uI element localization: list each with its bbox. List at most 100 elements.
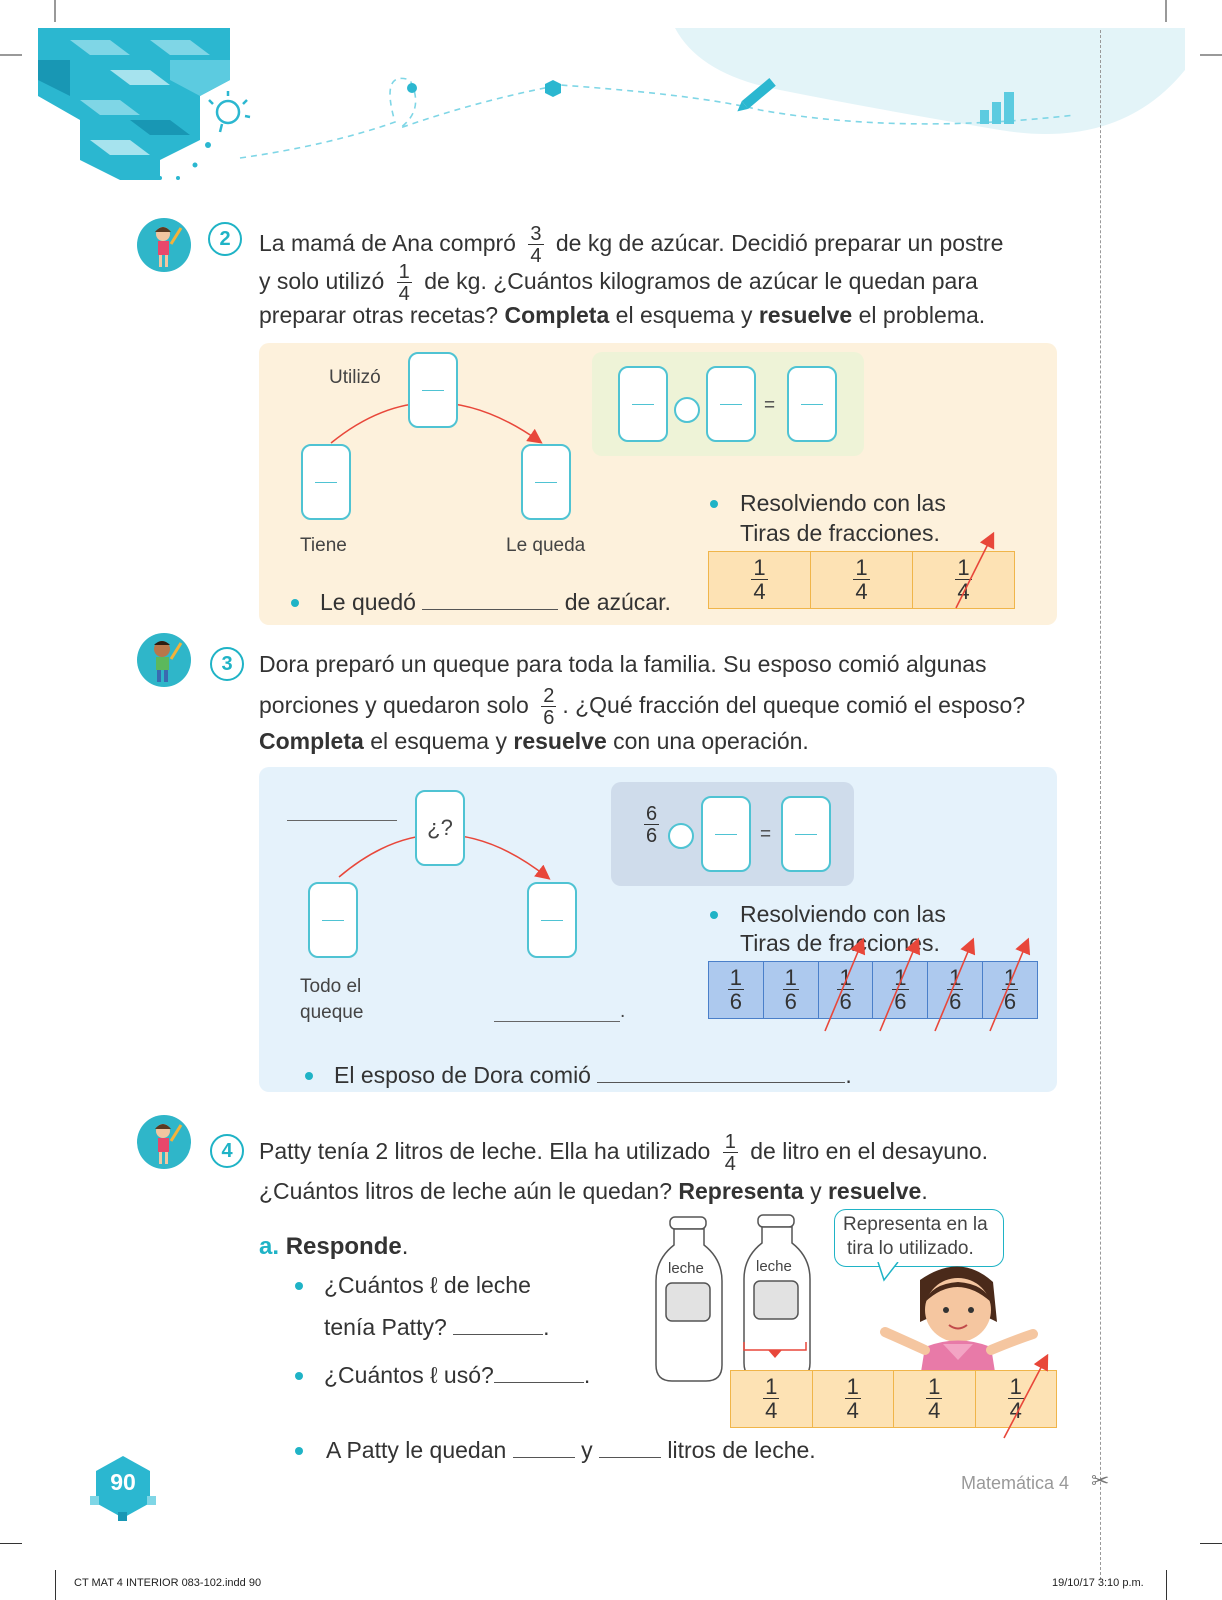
- bullet: [295, 1447, 303, 1455]
- q1-line2: tenía Patty? .: [324, 1314, 550, 1340]
- page-number-badge: [90, 1456, 156, 1521]
- eq-box-2[interactable]: [701, 796, 751, 872]
- bubble-tail: [877, 1262, 899, 1282]
- cut-line: [1100, 30, 1101, 1580]
- avatar-boy: [137, 633, 191, 687]
- milk-bottle-icon: [655, 1216, 723, 1382]
- p2-strip-caption-1: Resolviendo con las: [740, 490, 946, 516]
- bottle-label: leche: [668, 1260, 704, 1277]
- bullet: [295, 1282, 303, 1290]
- crop-mark: [1166, 1570, 1167, 1600]
- remaining-box[interactable]: [527, 882, 577, 958]
- used-box[interactable]: [408, 352, 458, 428]
- bullet: [710, 911, 718, 919]
- p4-line2: ¿Cuántos litros de leche aún le quedan? …: [259, 1178, 928, 1204]
- header-decoration: [0, 0, 1222, 180]
- whole-box[interactable]: [308, 882, 358, 958]
- eq-box-2[interactable]: [706, 366, 756, 442]
- avatar-girl: [137, 1115, 191, 1169]
- blank-line[interactable]: [494, 1021, 620, 1022]
- avatar-girl: [137, 218, 191, 272]
- problem-number: 4: [210, 1134, 244, 1168]
- has-box[interactable]: [301, 444, 351, 520]
- p3-line3: Completa el esquema y resuelve con una o…: [259, 728, 809, 754]
- blank-line[interactable]: [287, 820, 397, 821]
- scissors-icon: ✂: [1091, 1468, 1110, 1493]
- lightbulb-icon: [208, 91, 251, 133]
- eq-box-3[interactable]: [787, 366, 837, 442]
- p4-line1: Patty tenía 2 litros de leche. Ella ha u…: [259, 1131, 989, 1175]
- bracket-arrow: [743, 1342, 807, 1358]
- whole-label-2: queque: [300, 1002, 364, 1023]
- problem-number: 2: [208, 222, 242, 256]
- girl-illustration: [880, 1266, 1038, 1372]
- p2-strip-caption-2: Tiras de fracciones.: [740, 520, 940, 546]
- p2-line3: preparar otras recetas? Completa el esqu…: [259, 302, 986, 328]
- p2-strike-arrow: [955, 531, 995, 609]
- p3-strip-caption-1: Resolviendo con las: [740, 901, 946, 927]
- bullet: [305, 1072, 313, 1080]
- p2-answer: Le quedó de azúcar.: [320, 589, 671, 615]
- bottle-label: leche: [756, 1258, 792, 1275]
- milk-bottle-icon: [743, 1214, 811, 1380]
- operator-circle[interactable]: [674, 397, 700, 423]
- p3-strike-arrows: [824, 937, 1031, 1032]
- bubble-text: Representa en la: [843, 1214, 988, 1235]
- print-date: 19/10/17 3:10 p.m.: [1052, 1577, 1144, 1589]
- equals-sign: =: [764, 395, 776, 416]
- used-label: Utilizó: [329, 367, 381, 388]
- question-box[interactable]: ¿?: [415, 790, 465, 866]
- crop-mark: [55, 1570, 56, 1600]
- period: .: [620, 1001, 626, 1022]
- page-number: 90: [110, 1469, 136, 1495]
- question-mark: ¿?: [427, 815, 453, 840]
- speech-bubble: Representa en la tira lo utilizado.: [834, 1209, 1004, 1267]
- problem-number: 3: [210, 647, 244, 681]
- eq-box-3[interactable]: [781, 796, 831, 872]
- crop-mark: [1200, 1543, 1222, 1544]
- q3: A Patty le quedan y litros de leche.: [326, 1437, 816, 1463]
- p3-line1: Dora preparó un queque para toda la fami…: [259, 651, 987, 677]
- file-info: CT MAT 4 INTERIOR 083-102.indd 90: [74, 1577, 262, 1589]
- operator-circle[interactable]: [668, 823, 694, 849]
- equals-sign: =: [760, 824, 772, 845]
- book-title: Matemática 4: [961, 1473, 1070, 1493]
- has-label: Tiene: [300, 535, 347, 556]
- left-label: Le queda: [506, 535, 586, 556]
- bar-chart-icon: [980, 92, 1014, 124]
- bullet: [710, 500, 718, 508]
- bullet: [291, 599, 299, 607]
- part-a-title: a. Responde.: [259, 1233, 409, 1260]
- p3-answer: El esposo de Dora comió .: [334, 1062, 852, 1088]
- q2: ¿Cuántos ℓ usó?.: [324, 1362, 591, 1388]
- q1-line1: ¿Cuántos ℓ de leche: [324, 1272, 531, 1298]
- whole-label-1: Todo el: [300, 976, 362, 997]
- p4-strike-arrow: [1003, 1353, 1049, 1439]
- eq-box-1[interactable]: [618, 366, 668, 442]
- p2-fraction-strip[interactable]: 14 14 14: [708, 551, 1015, 609]
- left-box[interactable]: [521, 444, 571, 520]
- crop-mark: [0, 1543, 22, 1544]
